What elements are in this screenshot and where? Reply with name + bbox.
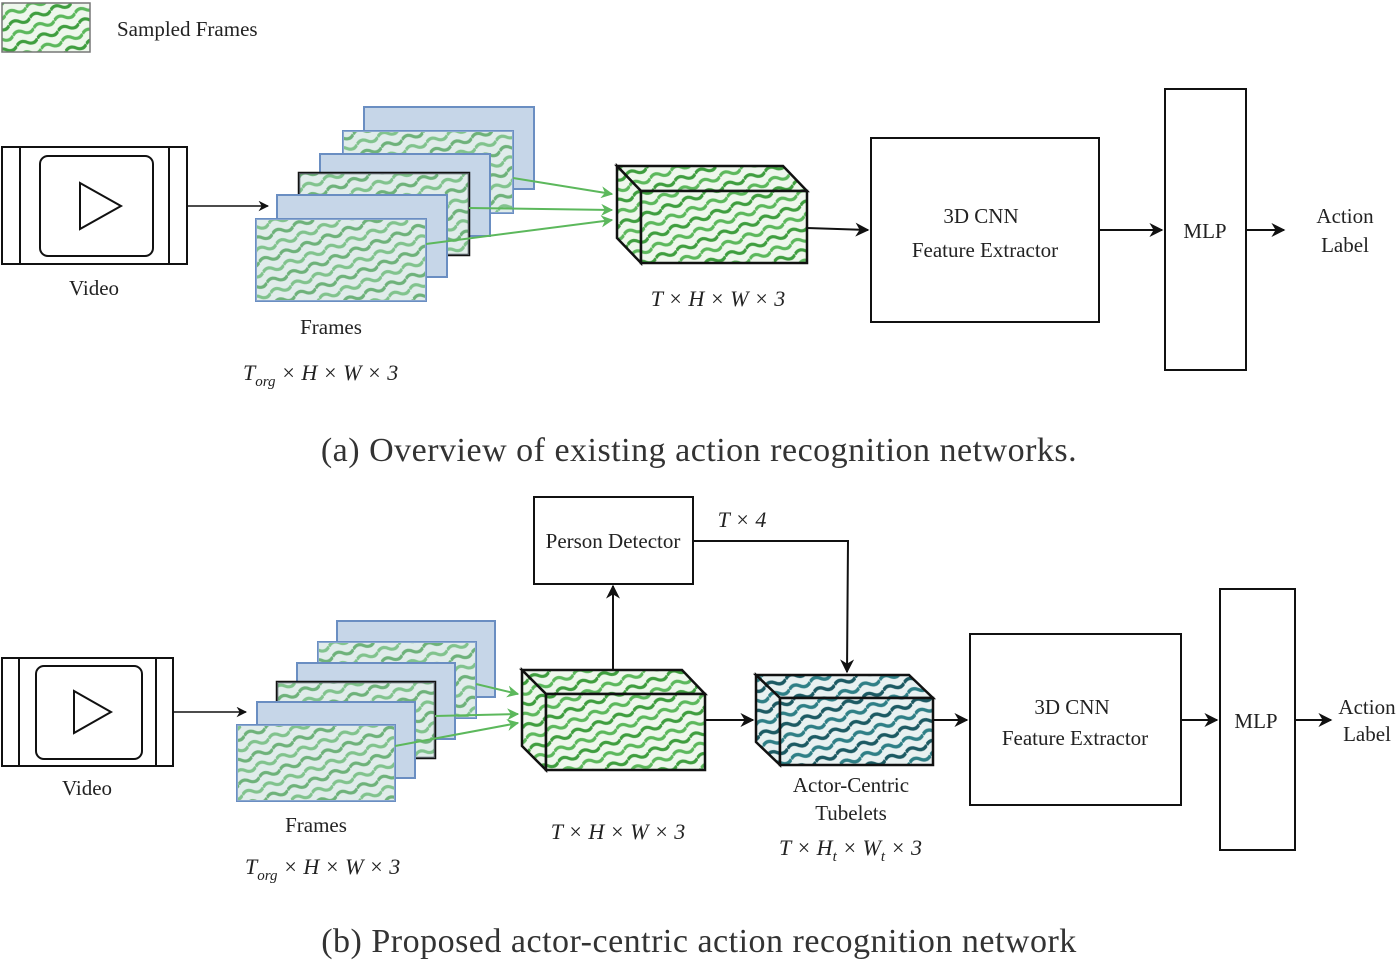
legend-swatch [1,2,91,53]
cnn-label-line1: 3D CNN [943,204,1018,228]
panel-b: Video Frames Torg × H × W × 3 [1,496,1396,960]
sampled-volume [614,162,810,267]
output-label-line2: Label [1321,233,1369,257]
legend: Sampled Frames [1,2,258,53]
tubelets-label-line1: Actor-Centric [793,773,909,797]
video-icon [1,146,188,265]
video-icon [1,657,174,767]
sampling-arrows [425,177,614,245]
cnn-label-line2: Feature Extractor [1002,726,1148,750]
cnn-label-line1: 3D CNN [1034,695,1109,719]
video-label: Video [69,276,119,300]
legend-label: Sampled Frames [117,17,258,41]
frames-shape: Torg × H × W × 3 [245,854,400,884]
frame-sampled [236,724,396,802]
person-detector-label: Person Detector [546,529,681,553]
cnn-box [870,137,1100,323]
sampling-arrows [394,683,520,747]
tubelets-label-line2: Tubelets [815,801,887,825]
caption-a: (a) Overview of existing action recognit… [321,432,1077,469]
output-label-line1: Action [1338,695,1396,719]
tubelets-volume [752,672,937,768]
mlp-box [1164,88,1247,371]
mlp-label: MLP [1183,219,1226,243]
cnn-label-line2: Feature Extractor [912,238,1058,262]
volume-shape: T × H × W × 3 [651,286,786,311]
frame-stack [236,620,496,802]
panel-a: Video Frames Torg × H × W × 3 [1,88,1374,469]
video-label: Video [62,776,112,800]
tubelets-shape: T × Ht × Wt × 3 [779,835,922,865]
arrow-volume-to-cnn [806,222,870,237]
cnn-box [969,633,1182,806]
frames-label: Frames [300,315,362,339]
frame-sampled [255,218,427,302]
frames-shape: Torg × H × W × 3 [243,360,398,390]
sampled-volume [518,666,708,774]
frame-stack [255,106,535,302]
mlp-box [1219,588,1296,851]
arrow-detector-to-tubelets [693,540,855,674]
person-detector-box [533,496,694,585]
caption-b: (b) Proposed actor-centric action recogn… [321,923,1077,960]
boxes-shape: T × 4 [718,507,767,532]
output-label-line1: Action [1316,204,1374,228]
volume-shape: T × H × W × 3 [551,819,686,844]
output-label-line2: Label [1343,722,1391,746]
mlp-label: MLP [1234,709,1277,733]
frames-label: Frames [285,813,347,837]
